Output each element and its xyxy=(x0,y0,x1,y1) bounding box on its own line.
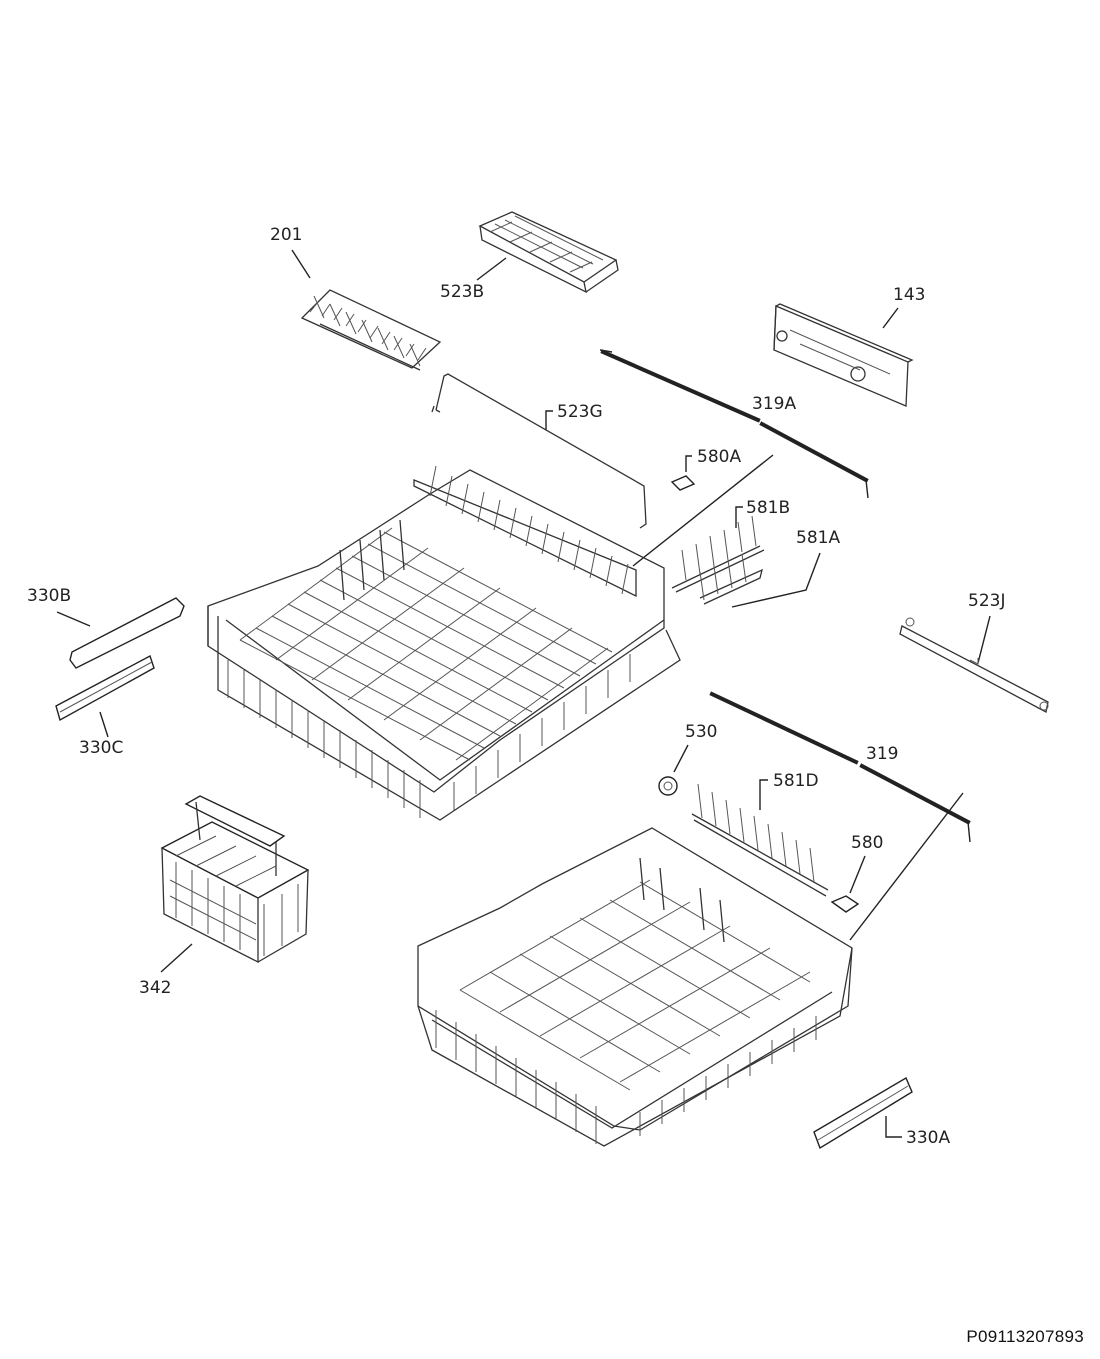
leader-330c xyxy=(99,711,109,738)
leader-581d xyxy=(759,779,768,810)
part-523b-tray xyxy=(478,211,619,294)
leader-580a xyxy=(685,455,692,472)
label-581d: 581D xyxy=(773,771,819,791)
part-330a-strip xyxy=(813,1076,913,1150)
part-319-rail xyxy=(709,691,971,843)
label-319a: 319A xyxy=(752,394,796,414)
leader-319a xyxy=(632,454,774,567)
label-201: 201 xyxy=(270,225,302,245)
leader-523b xyxy=(476,257,507,281)
label-330c: 330C xyxy=(79,738,123,758)
lower-basket xyxy=(417,827,853,1147)
leader-330a xyxy=(885,1116,902,1138)
label-319: 319 xyxy=(866,744,898,764)
leader-581b xyxy=(735,506,743,528)
label-342: 342 xyxy=(139,978,171,998)
leader-342 xyxy=(160,943,193,973)
document-code: P09113207893 xyxy=(966,1327,1084,1346)
part-581d-tines xyxy=(691,783,829,897)
leader-530 xyxy=(673,744,689,773)
label-580a: 580A xyxy=(697,447,741,467)
part-labels: 201 523B 143 523G 319A 580A 581B 581A 33… xyxy=(27,225,1005,1148)
label-143: 143 xyxy=(893,285,925,305)
label-330a: 330A xyxy=(906,1128,950,1148)
leader-143 xyxy=(882,307,899,329)
label-523j: 523J xyxy=(968,591,1005,611)
label-523g: 523G xyxy=(557,402,603,422)
label-330b: 330B xyxy=(27,586,71,606)
label-581a: 581A xyxy=(796,528,840,548)
label-581b: 581B xyxy=(746,498,790,518)
upper-basket xyxy=(207,465,681,821)
leader-319 xyxy=(849,792,964,941)
part-342-cutlery-basket xyxy=(160,795,310,964)
part-201-clips xyxy=(300,289,442,371)
leader-lines xyxy=(56,249,991,1138)
part-523j-rail xyxy=(899,617,1049,713)
part-580-clip xyxy=(830,895,860,913)
part-330b-strip xyxy=(69,597,185,669)
part-143-bracket xyxy=(773,303,914,407)
part-319a-rail xyxy=(599,349,869,499)
leader-523j xyxy=(977,615,991,664)
leader-581a xyxy=(731,552,821,608)
part-581b-581a-tines xyxy=(671,515,765,605)
leader-201 xyxy=(291,249,311,279)
label-580: 580 xyxy=(851,833,883,853)
part-580a-clip xyxy=(670,475,696,491)
leader-330b xyxy=(56,611,91,627)
leader-580 xyxy=(849,855,866,894)
part-530-wheel xyxy=(658,776,678,796)
part-523g-handle xyxy=(431,373,647,529)
label-523b: 523B xyxy=(440,282,484,302)
label-530: 530 xyxy=(685,722,717,742)
leader-523g xyxy=(545,410,553,430)
part-330c-strip xyxy=(55,654,155,722)
